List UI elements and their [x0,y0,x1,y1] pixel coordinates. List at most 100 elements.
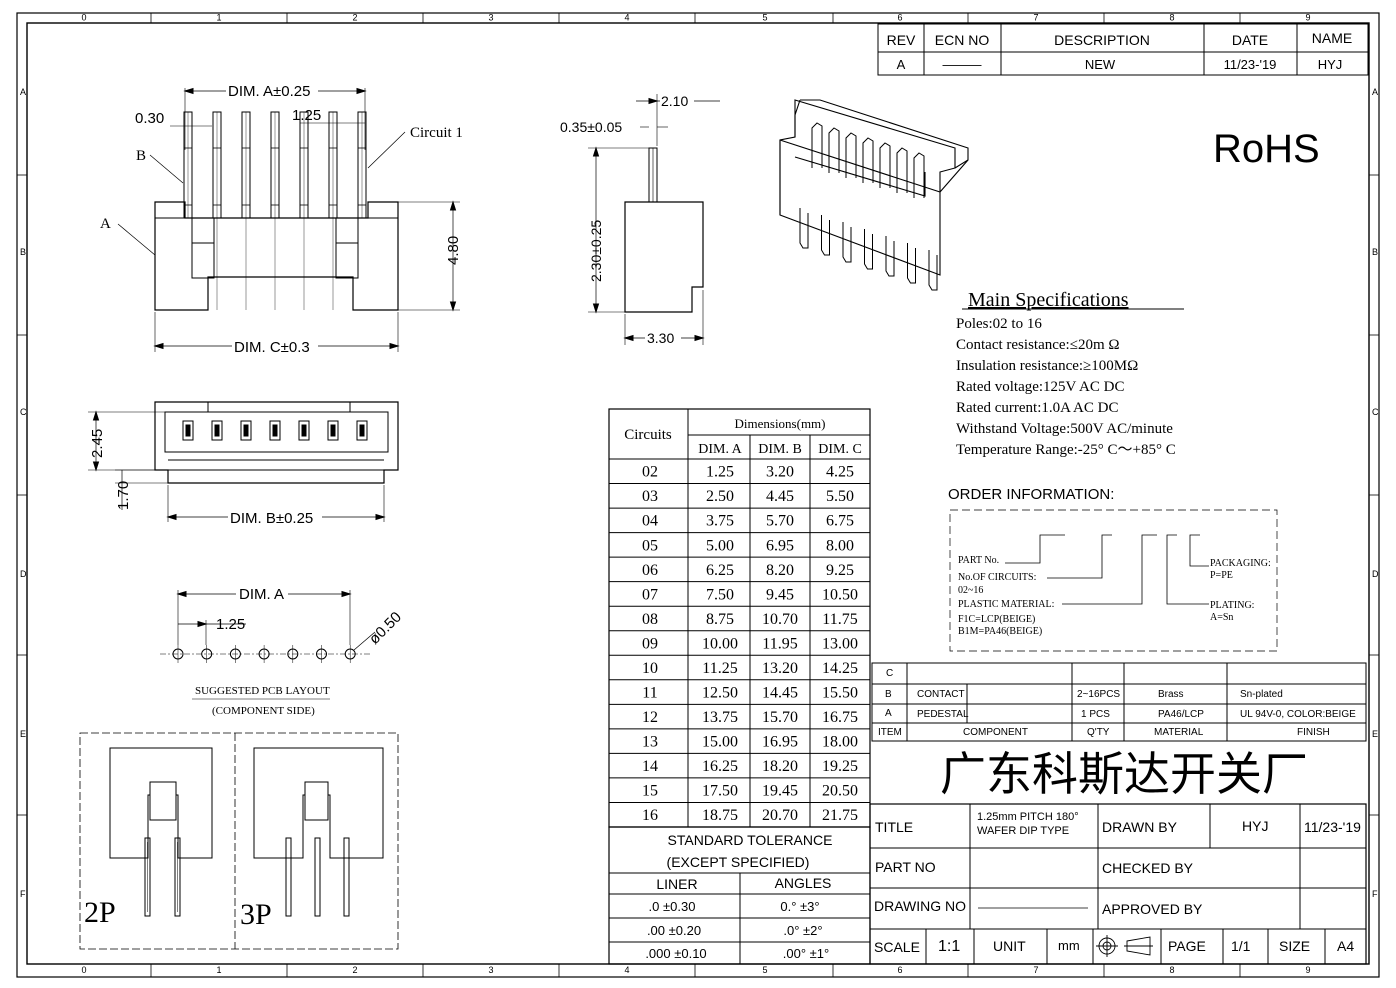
dimension-table: Circuits Dimensions(mm) DIM. A DIM. B DI… [608,408,871,828]
iso-pin [885,236,895,277]
iso-pin [821,215,830,256]
border-row-label: B [1372,247,1378,257]
border-col-label: 3 [488,965,493,975]
dim-table-cell: 3.75 [706,513,734,530]
dim-table-cell: 13.20 [762,660,798,677]
title-value-1: 1.25mm PITCH 180° [977,811,1079,823]
dim-table-cell: 12 [642,709,658,726]
dim-table-cell: 4.45 [766,488,794,505]
spec-line: Rated voltage:125V AC DC [956,379,1124,395]
circuit1-label: Circuit 1 [410,125,463,141]
part-no-label: PART NO [875,859,936,875]
border-col-label: 0 [81,13,86,23]
dim-table-cell: 13 [642,734,658,751]
dim-table-cell: 15.50 [822,684,858,701]
bom-b-component: CONTACT [917,689,965,700]
tolerance-angle-3: .00° ±1° [783,946,829,961]
dim-table-cell: 10.00 [702,635,738,652]
page-value: 1/1 [1231,938,1251,954]
border-row-label: F [1372,889,1378,899]
spec-line: Insulation resistance:≥100MΩ [956,358,1138,374]
bom-c-item: C [886,668,893,679]
dim-table-cell: 16.25 [702,758,738,775]
dim-table-cell: 19.25 [822,758,858,775]
description-header: DESCRIPTION [1054,32,1150,48]
spec-line: Poles:02 to 16 [956,316,1042,332]
dim-table-cell: 20.50 [822,783,858,800]
dim-table-cell: 15 [642,783,658,800]
dim-table-cell: 18.00 [822,734,858,751]
side-width-dim: 3.30 [647,330,674,346]
tolerance-liner-1: .0 ±0.30 [649,899,696,914]
dim-table-cell: 5.70 [766,513,794,530]
order-part-no: PART No. [958,555,999,566]
top-view: 2.45 1.70 DIM. B±0.25 [88,401,399,528]
border-col-label: 4 [624,13,629,23]
tolerance-title: STANDARD TOLERANCE [668,832,833,848]
ecn-header: ECN NO [935,32,990,48]
unit-label: UNIT [993,938,1026,954]
order-circuits: No.OF CIRCUITS: [958,572,1036,583]
scale-label: SCALE [874,939,920,955]
dim-table-cell: 5.50 [826,488,854,505]
dim-table-cell: 19.45 [762,783,798,800]
pin-width-label: 0.30 [135,110,164,127]
border-col-label: 7 [1033,13,1038,23]
order-material: PLASTIC MATERIAL: [958,599,1054,610]
pcb-holes [172,645,356,663]
iso-pin [907,243,916,284]
dim-table-cell: 07 [642,586,658,603]
specs-title: Main Specifications [968,289,1129,311]
description-value: NEW [1085,57,1116,72]
date-value: 11/23-'19 [1224,57,1277,72]
dim-table-cell: 14 [642,758,658,775]
dim-table-cell: 14.45 [762,684,798,701]
tolerance-liner-2: .00 ±0.20 [647,923,701,938]
page-label: PAGE [1168,938,1206,954]
pitch-label: 1.25 [292,107,321,124]
top-h1-dim: 2.45 [89,429,106,458]
side-view: 2.10 0.35±0.05 2.30±0.25 3.30 [560,92,720,346]
border-col-label: 7 [1033,965,1038,975]
border-row-label: A [1372,87,1378,97]
spec-line: Temperature Range:-25° C～+85° C [956,442,1176,458]
order-circuits-range: 02~16 [958,585,983,596]
border-row-label: E [20,729,26,739]
border-col-label: 4 [624,965,629,975]
border-col-label: 8 [1169,13,1174,23]
iso-pin [842,222,852,263]
bom-header-qty: Q'TY [1087,727,1110,738]
top-view-pins [182,420,368,441]
pcb-title: SUGGESTED PCB LAYOUT [195,685,330,697]
top-pin [327,420,339,441]
dim-table-cell: 8.20 [766,562,794,579]
dim-table-cell: 5.00 [706,537,734,554]
projection-symbol-icon [1096,935,1153,957]
border-row-label: F [20,889,26,899]
border-row-label: B [20,247,26,257]
top-pin [182,420,194,441]
dim-table-cell: 03 [642,488,658,505]
company-name: 广东科斯达开关厂 [940,748,1308,800]
dim-table-cell: 1.25 [706,464,734,481]
liner-header: LINER [656,876,697,892]
border-row-label: C [20,407,27,417]
dim-table-cell: 08 [642,611,658,628]
side-top-dim: 2.10 [661,93,688,109]
tolerance-liner-3: .000 ±0.10 [645,946,706,961]
bom-b-qty: 2~16PCS [1077,689,1120,700]
dim-table-cell: 15.70 [762,709,798,726]
name-value: HYJ [1318,57,1343,72]
dim-table-cell: 6.95 [766,537,794,554]
title-label: TITLE [875,819,913,835]
top-pin [240,420,252,441]
border-row-label: D [1372,569,1379,579]
dim-table-cell: 7.50 [706,586,734,603]
bom-a-qty: 1 PCS [1081,709,1110,720]
rev-header: REV [887,32,916,48]
dim-table-cell: 16 [642,807,658,824]
variant-details: 2P 3P [79,732,399,950]
dim-table-cell: 2.50 [706,488,734,505]
top-pin [269,420,281,441]
